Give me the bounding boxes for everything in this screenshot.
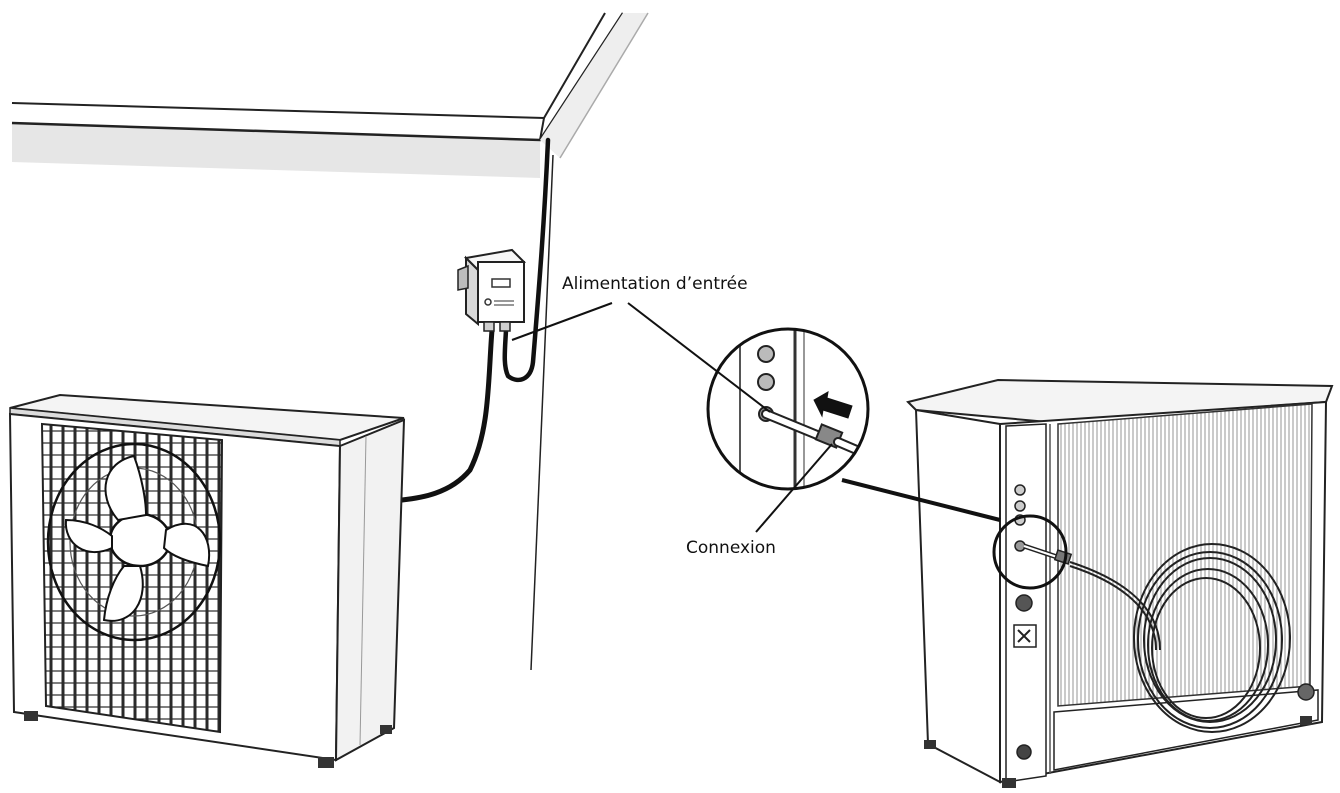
fan-icon <box>46 442 222 642</box>
unit-cable <box>399 327 495 503</box>
outdoor-unit-rear <box>906 378 1334 788</box>
callout-connector <box>841 478 1001 522</box>
label-alimentation: Alimentation d’entrée <box>562 274 748 294</box>
ceiling-lower-edge <box>11 12 625 142</box>
label-connexion: Connexion <box>686 538 776 558</box>
ceiling-edge <box>11 12 606 120</box>
zoom-circle <box>706 327 870 491</box>
supply-leader-to-zoom <box>627 302 771 413</box>
arrow-left-icon <box>813 391 853 419</box>
supply-leader-to-box <box>511 302 613 341</box>
junction-box-icon <box>457 248 527 332</box>
rear-unit-side <box>914 408 1001 784</box>
power-cables <box>399 137 551 503</box>
ceiling-cable <box>502 137 551 383</box>
outdoor-unit <box>8 393 406 768</box>
leader-lines <box>511 302 833 533</box>
switch-lever <box>457 264 469 291</box>
connection-leader <box>755 443 833 533</box>
wall-corner <box>11 12 649 671</box>
connection-ports <box>1013 484 1315 760</box>
outdoor-unit-side <box>334 418 406 762</box>
callout-target-circle <box>992 514 1068 590</box>
coiled-hose-icon <box>1023 543 1291 733</box>
wall-corner-line <box>530 154 554 671</box>
